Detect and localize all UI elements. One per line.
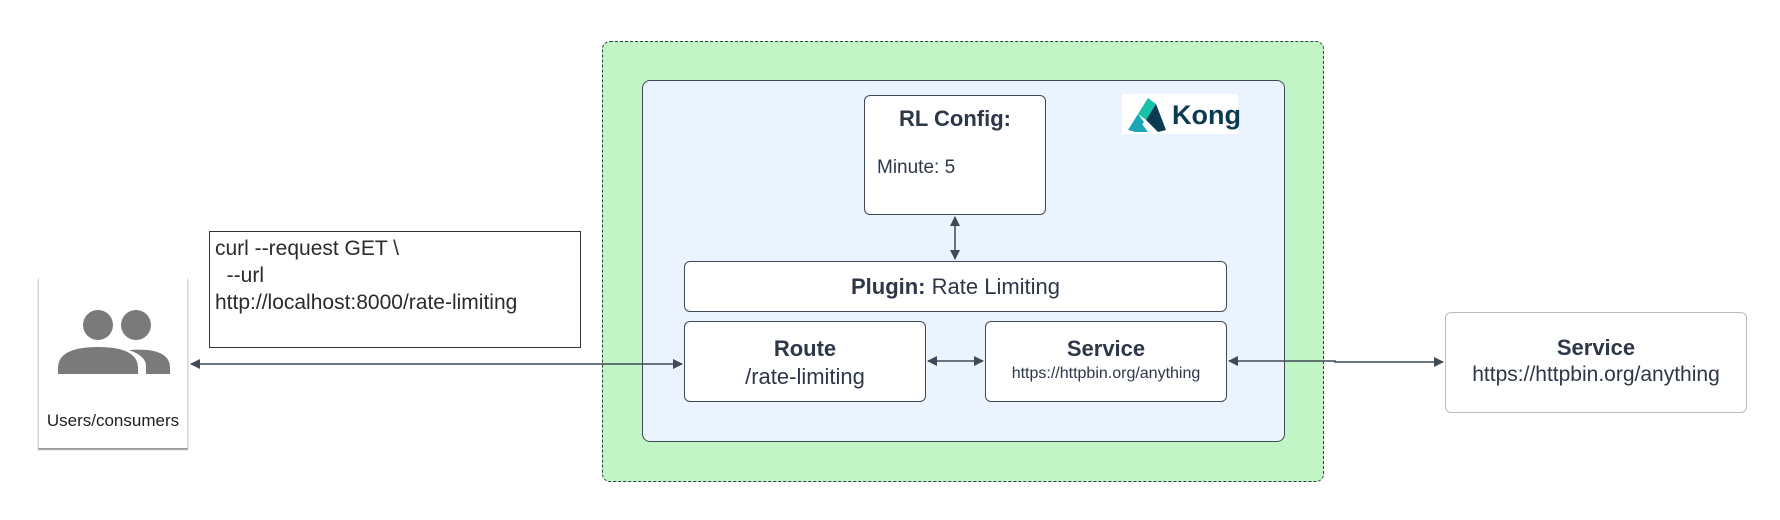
rl-config-minute: Minute: 5 — [877, 157, 956, 178]
rl-config-node: RL Config: Minute: 5 — [864, 95, 1046, 215]
route-node: Route /rate-limiting — [684, 321, 926, 402]
gateway-service-url: https://httpbin.org/anything — [1011, 365, 1201, 382]
curl-line: --url — [215, 264, 264, 287]
plugin-name: Rate Limiting — [931, 274, 1061, 299]
gateway-service-title: Service — [1066, 336, 1146, 361]
curl-line: curl --request GET \ — [215, 237, 399, 260]
upstream-service-url: https://httpbin.org/anything — [1472, 363, 1720, 386]
upstream-service-title: Service — [1556, 335, 1636, 360]
kong-logo-icon — [1128, 98, 1166, 132]
plugin-label: Plugin: — [850, 274, 926, 299]
upstream-service-node: Service https://httpbin.org/anything — [1445, 312, 1747, 413]
route-title: Route — [773, 336, 837, 361]
route-path: /rate-limiting — [745, 364, 865, 389]
users-consumers-node: Users/consumers — [38, 278, 188, 448]
gateway-service-node: Service https://httpbin.org/anything — [985, 321, 1227, 402]
rl-config-title: RL Config: — [898, 106, 1011, 131]
plugin-text: Plugin: Rate Limiting — [685, 274, 1226, 300]
kong-logo-text: Kong — [1172, 100, 1241, 130]
users-label: Users/consumers — [46, 411, 180, 430]
curl-line: http://localhost:8000/rate-limiting — [215, 291, 518, 314]
kong-logo: Kong — [1122, 94, 1241, 134]
curl-request-box: curl --request GET \ --url http://localh… — [209, 231, 581, 348]
people-group-icon — [58, 310, 170, 374]
plugin-node: Plugin: Rate Limiting — [684, 261, 1227, 312]
service-to-upstream-connector — [1228, 356, 1444, 367]
